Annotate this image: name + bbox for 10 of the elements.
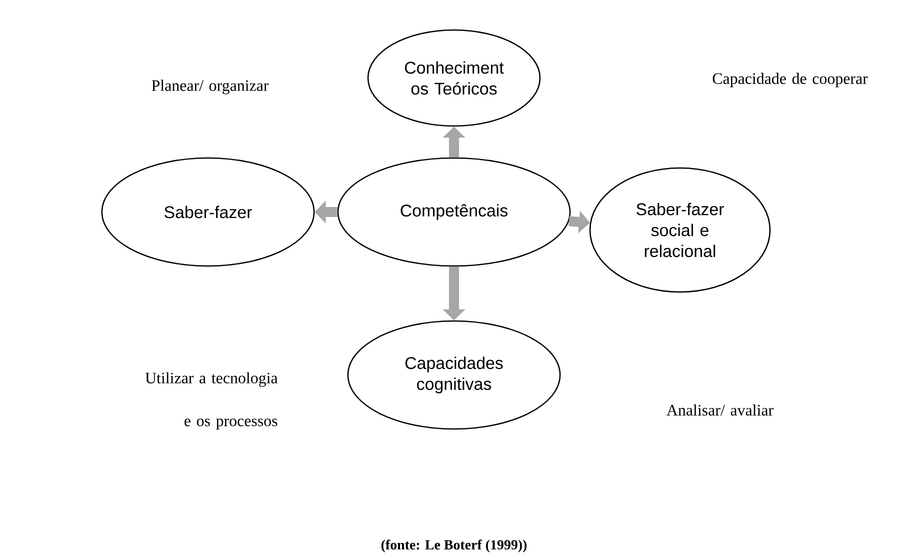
ellipse-node: Conheciment os Teóricos: [367, 29, 541, 127]
note-text: Capacidade de cooperar: [712, 72, 868, 88]
ellipse-node: Saber-fazer: [101, 157, 315, 267]
ellipse-node: Capacidades cognitivas: [347, 320, 561, 430]
ellipse-node: Saber-fazer social e relacional: [589, 167, 771, 293]
caption: (fonte: Le Boterf (1999)): [381, 540, 527, 552]
note-text: Analisar/ avaliar: [666, 404, 774, 416]
note-text: Utilizar a tecnologia e os processos: [145, 372, 278, 430]
ellipse-node: Competêncais: [337, 157, 571, 267]
note-text: Planear/ organizar: [152, 80, 269, 94]
